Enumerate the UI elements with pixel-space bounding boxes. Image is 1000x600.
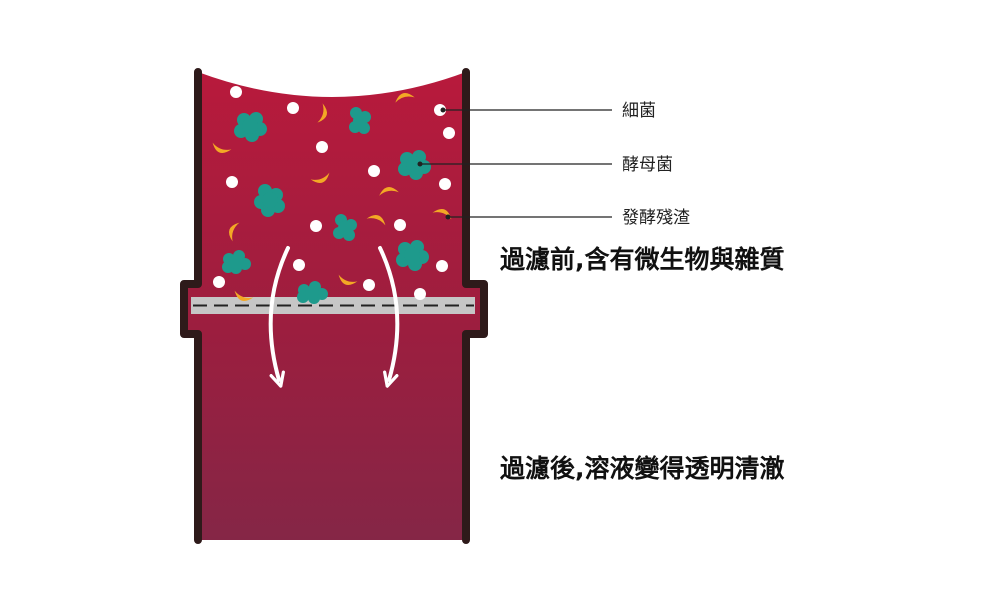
caption-before-filtering: 過濾前,含有微生物與雜質: [500, 245, 785, 274]
flow-arrow-right: [378, 246, 400, 388]
residue-crescent: [432, 208, 452, 220]
bacteria-dot: [316, 141, 328, 153]
bacteria-dot: [434, 104, 446, 116]
residue-crescent: [317, 103, 327, 123]
bacteria-dot: [363, 279, 375, 291]
flow-arrow-left: [268, 246, 290, 388]
bacteria-dot: [439, 178, 451, 190]
residue-crescent: [395, 93, 415, 103]
callout-bacteria: [440, 107, 612, 113]
bacteria-dot: [226, 176, 238, 188]
bacteria-dot: [394, 219, 406, 231]
residue-crescent: [310, 172, 330, 184]
yeast-cluster: [396, 240, 429, 271]
residue-crescent: [379, 187, 399, 196]
residue-particles: [212, 93, 452, 302]
yeast-cluster: [222, 250, 251, 274]
bacteria-dot: [287, 102, 299, 114]
bacteria-dot: [443, 127, 455, 139]
residue-crescent: [212, 142, 232, 154]
yeast-cluster: [297, 281, 328, 304]
residue-crescent: [234, 290, 254, 302]
yeast-cluster: [349, 107, 371, 134]
residue-crescent: [228, 222, 240, 242]
yeast-cluster: [234, 112, 267, 142]
residue-crescent: [366, 214, 386, 226]
container-left-wall: [180, 68, 202, 544]
bacteria-dot: [230, 86, 242, 98]
residue-crescent: [338, 274, 358, 286]
label-yeast: 酵母菌: [622, 155, 673, 175]
bacteria-particles: [213, 86, 455, 300]
bacteria-dot: [436, 260, 448, 272]
callout-yeast: [417, 161, 612, 167]
bacteria-dot: [368, 165, 380, 177]
yeast-cluster: [254, 184, 285, 217]
caption-after-filtering: 過濾後,溶液變得透明清澈: [500, 454, 785, 483]
label-bacteria: 細菌: [622, 101, 656, 121]
bacteria-dot: [213, 276, 225, 288]
bacteria-dot: [414, 288, 426, 300]
label-residue: 發酵殘渣: [622, 208, 690, 228]
callout-residue: [445, 214, 612, 220]
bacteria-dot: [310, 220, 322, 232]
bacteria-dot: [293, 259, 305, 271]
yeast-cluster: [333, 214, 357, 241]
container-right-wall: [462, 68, 488, 544]
